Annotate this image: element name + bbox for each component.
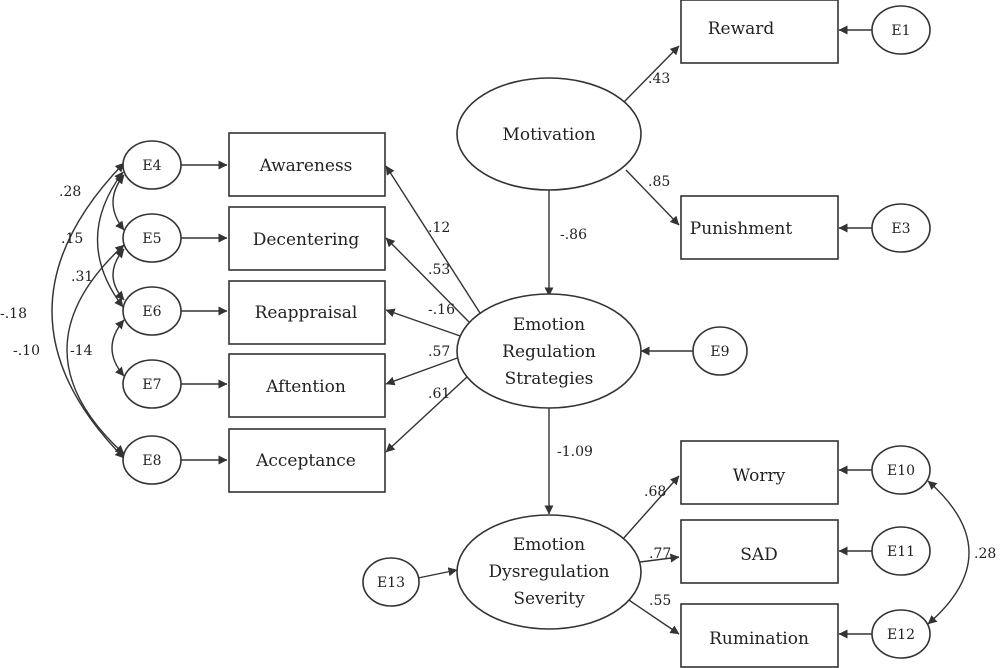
box-decentering [228, 206, 386, 271]
label-ers-line-3: Strategies [505, 369, 594, 389]
latent-motivation [456, 77, 642, 191]
coefficient-labels: .43 .85 -.86 .12 .53 -.16 .57 .61 -1.09 … [0, 71, 996, 609]
label-e6: E6 [142, 304, 161, 320]
coef-e4-e8: -.18 [0, 306, 27, 322]
label-eds-line-3: Severity [513, 589, 585, 609]
path-motivation-punishment [625, 169, 680, 226]
coef-e5-e8: -.10 [13, 343, 40, 359]
cov-e5-e8 [66, 244, 125, 455]
latent-variables: Motivation Emotion Regulation Strategies… [456, 77, 642, 630]
label-ers-line-1: Emotion [513, 315, 585, 335]
coef-eds-sad: .77 [649, 546, 671, 562]
error-e8 [122, 435, 182, 485]
error-e1 [871, 5, 931, 55]
box-acceptance [228, 428, 386, 493]
error-e5 [122, 213, 182, 263]
coef-eds-rumination: .55 [649, 593, 671, 609]
coef-ers-decentering: .53 [428, 262, 450, 278]
label-e11: E11 [887, 544, 915, 560]
path-ers-awareness [385, 165, 481, 314]
box-aftention [228, 353, 386, 418]
observed-variables: Reward Punishment Awareness Decentering … [228, 0, 839, 668]
label-sad: SAD [740, 545, 778, 565]
coef-eds-worry: .68 [644, 484, 666, 500]
cov-e10-e12 [927, 480, 970, 625]
latent-emotion-dysregulation-severity [456, 514, 642, 630]
box-awareness [228, 132, 386, 197]
label-e4: E4 [142, 158, 161, 174]
error-e13 [362, 557, 420, 607]
error-e7 [122, 359, 182, 409]
path-ers-reappraisal [385, 308, 464, 338]
cov-e6-e7 [111, 319, 125, 377]
label-e8: E8 [142, 453, 161, 469]
label-decentering: Decentering [253, 230, 360, 250]
latent-emotion-regulation-strategies [456, 293, 642, 409]
error-e12 [871, 609, 931, 659]
coef-e10-e12: .28 [974, 546, 996, 562]
box-worry [680, 440, 839, 505]
coef-motivation-reward: .43 [648, 71, 670, 87]
box-punishment [680, 195, 839, 260]
label-motivation: Motivation [502, 125, 595, 145]
label-eds-line-2: Dysregulation [488, 562, 609, 582]
label-e5: E5 [142, 231, 161, 247]
error-e11 [871, 526, 931, 576]
paths [51, 25, 970, 639]
label-e9: E9 [710, 344, 729, 360]
box-reward [680, 0, 839, 64]
label-acceptance: Acceptance [255, 451, 356, 471]
cov-e4-e6 [96, 171, 124, 308]
path-eds-sad [639, 553, 680, 563]
label-eds-line-1: Emotion [513, 535, 585, 555]
error-e10 [871, 445, 931, 495]
coef-ers-aftention: .57 [428, 344, 450, 360]
label-e3: E3 [891, 221, 910, 237]
cov-e5-e6 [112, 248, 125, 301]
coef-ers-awareness: .12 [428, 220, 450, 236]
label-rumination: Rumination [709, 629, 809, 649]
coef-motivation-punishment: .85 [648, 174, 670, 190]
error-e9 [692, 326, 748, 376]
label-reward: Reward [708, 19, 775, 39]
label-e7: E7 [142, 377, 161, 393]
coef-ers-reappraisal: -.16 [428, 302, 455, 318]
label-e13: E13 [377, 575, 405, 591]
error-e6 [122, 286, 182, 336]
coef-ers-acceptance: .61 [428, 386, 450, 402]
coef-e4-e5: .28 [59, 184, 81, 200]
coef-e5-e6: .15 [61, 231, 83, 247]
label-ers-line-2: Regulation [502, 342, 596, 362]
coef-motivation-ers: -.86 [560, 227, 587, 243]
path-eds-worry [621, 475, 680, 541]
label-awareness: Awareness [259, 156, 353, 176]
error-e3 [871, 203, 931, 253]
box-reappraisal [228, 280, 386, 345]
label-reappraisal: Reappraisal [255, 303, 358, 323]
box-rumination [680, 603, 839, 668]
path-eds-rumination [619, 593, 680, 635]
label-e10: E10 [887, 463, 915, 479]
path-ers-decentering [385, 237, 471, 324]
path-e13-eds [417, 567, 458, 579]
coef-e6-e7: -14 [70, 343, 93, 359]
label-worry: Worry [733, 466, 786, 486]
error-terms: E1 E3 E4 E5 E6 E7 E8 E9 E10 E11 E12 E13 [122, 5, 931, 659]
coef-ers-eds: -1.09 [557, 444, 593, 460]
path-ers-acceptance [385, 376, 468, 453]
label-aftention: Aftention [265, 377, 346, 397]
label-e1: E1 [891, 23, 910, 39]
path-motivation-reward [623, 45, 680, 103]
label-e12: E12 [887, 627, 915, 643]
box-sad [680, 519, 839, 584]
coef-e4-e6: .31 [71, 269, 93, 285]
error-e4 [122, 140, 182, 190]
label-punishment: Punishment [690, 219, 793, 239]
path-ers-aftention [385, 356, 461, 386]
cov-e4-e8 [51, 162, 125, 459]
